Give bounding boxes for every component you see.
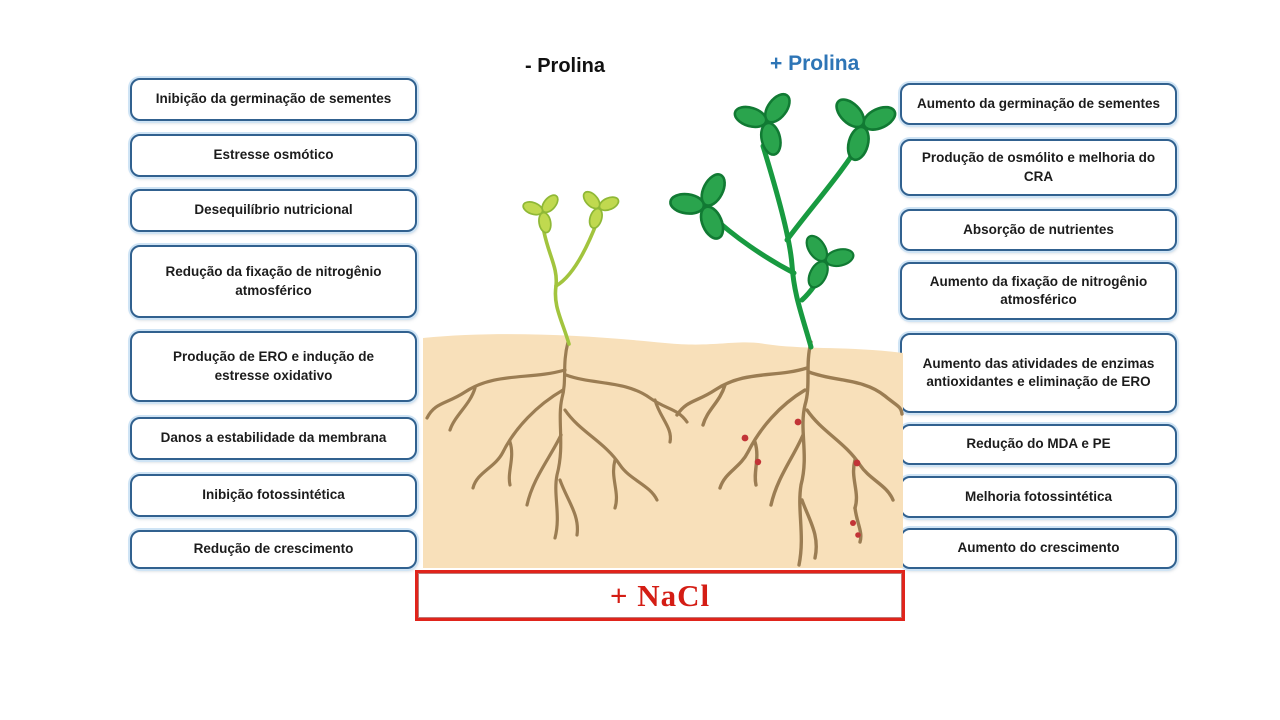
right-effect-box: Redução do MDA e PE bbox=[900, 424, 1177, 465]
stunted-seedling-illustration bbox=[518, 186, 624, 346]
soil-illustration bbox=[423, 334, 903, 568]
right-effect-box: Produção de osmólito e melhoria do CRA bbox=[900, 139, 1177, 196]
root-nodule-dot bbox=[850, 520, 856, 526]
left-effect-box: Desequilíbrio nutricional bbox=[130, 189, 417, 232]
right-effect-box: Aumento da fixação de nitrogênio atmosfé… bbox=[900, 262, 1177, 320]
left-effect-box: Redução da fixação de nitrogênio atmosfé… bbox=[130, 245, 417, 318]
root-nodule-dot bbox=[855, 532, 861, 538]
left-effect-box: Inibição fotossintética bbox=[130, 474, 417, 517]
left-root-system bbox=[425, 340, 689, 540]
right-root-system bbox=[675, 340, 904, 567]
left-effect-box: Estresse osmótico bbox=[130, 134, 417, 177]
right-effect-box: Absorção de nutrientes bbox=[900, 209, 1177, 251]
right-effect-box: Melhoria fotossintética bbox=[900, 476, 1177, 518]
nacl-label: + NaCl bbox=[609, 577, 711, 613]
right-effect-box: Aumento da germinação de sementes bbox=[900, 83, 1177, 125]
healthy-plant-illustration bbox=[660, 85, 903, 350]
root-nodule-dot bbox=[853, 459, 861, 467]
left-effect-box: Inibição da germinação de sementes bbox=[130, 78, 417, 121]
right-effect-box: Aumento das atividades de enzimas antiox… bbox=[900, 333, 1177, 413]
root-nodule-dot bbox=[794, 418, 802, 426]
root-nodule-dot bbox=[741, 434, 749, 442]
nacl-banner: + NaCl bbox=[415, 570, 905, 621]
plus-prolina-label: + Prolina bbox=[770, 52, 860, 75]
left-effect-box: Produção de ERO e indução de estresse ox… bbox=[130, 331, 417, 402]
left-effect-box: Redução de crescimento bbox=[130, 530, 417, 569]
right-effect-box: Aumento do crescimento bbox=[900, 528, 1177, 569]
root-nodules bbox=[741, 418, 861, 538]
root-nodule-dot bbox=[754, 458, 762, 466]
left-effect-box: Danos a estabilidade da membrana bbox=[130, 417, 417, 460]
minus-prolina-label: - Prolina bbox=[525, 55, 606, 77]
plants-soil-illustration bbox=[423, 85, 904, 568]
